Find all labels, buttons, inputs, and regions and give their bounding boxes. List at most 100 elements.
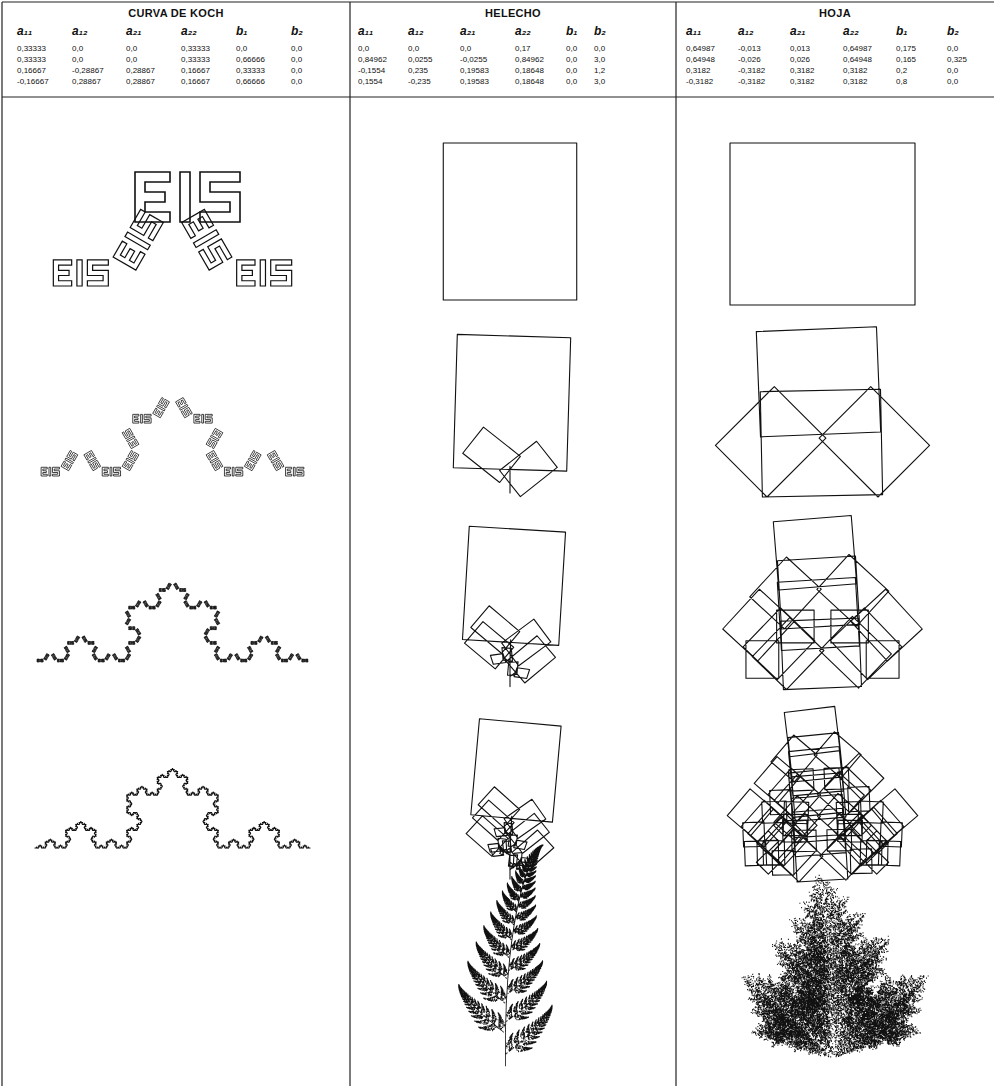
table-header: a₂₁ <box>790 24 805 38</box>
table-cell: 0,19583 <box>460 77 489 86</box>
table-header: a₁₂ <box>408 24 423 38</box>
leaf-stage <box>723 516 923 690</box>
table-cell: 0,0 <box>594 44 605 53</box>
table-cell: 0,0 <box>72 44 83 53</box>
table-cell: -0,013 <box>738 44 761 53</box>
table-cell: 0,0 <box>236 44 247 53</box>
table-header: a₂₂ <box>181 24 197 38</box>
table-cell: 0,0 <box>566 77 577 86</box>
frame-line <box>1 2 2 1086</box>
table-cell: 0,325 <box>947 55 967 64</box>
table-cell: 0,0 <box>126 44 137 53</box>
table-cell: 0,0 <box>291 77 302 86</box>
table-header: a₁₁ <box>17 24 32 38</box>
frame-line <box>349 2 350 1086</box>
table-cell: 0,3182 <box>843 66 867 75</box>
table-cell: 3,0 <box>594 77 605 86</box>
table-cell: -0,3182 <box>738 66 765 75</box>
table-cell: 0,0 <box>947 77 958 86</box>
table-cell: 0,64987 <box>686 44 715 53</box>
table-cell: 0,0 <box>291 66 302 75</box>
table-cell: 1,2 <box>594 66 605 75</box>
table-cell: 0,28867 <box>126 77 155 86</box>
table-header: a₁₁ <box>358 24 373 38</box>
table-cell: -0,1554 <box>358 66 385 75</box>
table-cell: 0,84962 <box>358 55 387 64</box>
table-cell: 0,18648 <box>515 77 544 86</box>
table-cell: 0,28867 <box>72 77 101 86</box>
table-cell: 0,0 <box>408 44 419 53</box>
table-cell: 0,0 <box>358 44 369 53</box>
table-cell: -0,235 <box>408 77 431 86</box>
column-heading: HELECHO <box>350 7 676 19</box>
table-cell: 0,235 <box>408 66 428 75</box>
koch-stage <box>41 398 304 476</box>
table-cell: 0,0 <box>947 44 958 53</box>
table-cell: 0,0 <box>291 44 302 53</box>
table-cell: 0,33333 <box>17 44 46 53</box>
table-header: a₂₂ <box>843 24 859 38</box>
table-cell: 0,84962 <box>515 55 544 64</box>
table-header: b₁ <box>896 24 908 38</box>
table-cell: 0,165 <box>896 55 916 64</box>
frame-line <box>2 96 994 97</box>
table-header: b₂ <box>594 24 606 38</box>
table-cell: 0,1554 <box>358 77 382 86</box>
column-panel: CURVA DE KOCHa₁₁a₁₂a₂₁a₂₂b₁b₂0,333330,00… <box>2 2 350 97</box>
table-cell: 0,33333 <box>236 66 265 75</box>
leaf-stage <box>715 327 929 497</box>
table-cell: 0,64987 <box>843 44 872 53</box>
koch-stage <box>135 172 240 222</box>
koch-stage <box>53 209 291 286</box>
table-cell: 0,16667 <box>181 66 210 75</box>
leaf-stage <box>727 706 918 882</box>
table-header: a₁₁ <box>686 24 701 38</box>
column-panel: HELECHOa₁₁a₁₂a₂₁a₂₂b₁b₂0,00,00,00,170,00… <box>350 2 676 97</box>
table-cell: 0,64948 <box>686 55 715 64</box>
table-cell: 0,3182 <box>843 77 867 86</box>
table-cell: 0,3182 <box>686 66 710 75</box>
table-cell: 0,17 <box>515 44 531 53</box>
koch-curve <box>35 769 310 848</box>
table-cell: -0,3182 <box>686 77 713 86</box>
table-cell: 0,33333 <box>181 55 210 64</box>
table-cell: 0,16667 <box>181 77 210 86</box>
leaf-stage <box>730 143 915 305</box>
table-cell: 0,8 <box>896 77 907 86</box>
table-cell: 0,66666 <box>236 55 265 64</box>
table-cell: 0,0 <box>291 55 302 64</box>
table-cell: 0,175 <box>896 44 916 53</box>
fern-stage <box>466 719 561 879</box>
table-cell: 0,64948 <box>843 55 872 64</box>
table-cell: -0,28867 <box>72 66 104 75</box>
table-cell: 0,0 <box>126 55 137 64</box>
table-cell: 0,0 <box>566 66 577 75</box>
table-cell: 0,18648 <box>515 66 544 75</box>
fern-attractor <box>458 845 552 1066</box>
table-header: a₂₁ <box>126 24 141 38</box>
fern-stage <box>453 334 570 496</box>
table-cell: 0,28867 <box>126 66 155 75</box>
leaf-attractor <box>742 875 929 1057</box>
fern-stage <box>462 526 565 686</box>
table-cell: 0,0 <box>460 44 471 53</box>
column-heading: HOJA <box>676 7 994 19</box>
table-header: a₂₂ <box>515 24 531 38</box>
table-cell: -0,16667 <box>17 77 49 86</box>
table-cell: 0,013 <box>790 44 810 53</box>
table-header: b₁ <box>236 24 248 38</box>
table-cell: 0,19583 <box>460 66 489 75</box>
table-header: b₂ <box>291 24 303 38</box>
table-cell: 0,3182 <box>790 66 814 75</box>
table-cell: -0,0255 <box>460 55 487 64</box>
table-cell: 0,0 <box>72 55 83 64</box>
table-cell: 0,2 <box>896 66 907 75</box>
fern-stage <box>443 143 576 300</box>
table-header: a₁₂ <box>738 24 753 38</box>
table-header: a₁₂ <box>72 24 87 38</box>
table-header: b₁ <box>566 24 578 38</box>
table-cell: 0,66666 <box>236 77 265 86</box>
table-cell: 0,0 <box>566 44 577 53</box>
